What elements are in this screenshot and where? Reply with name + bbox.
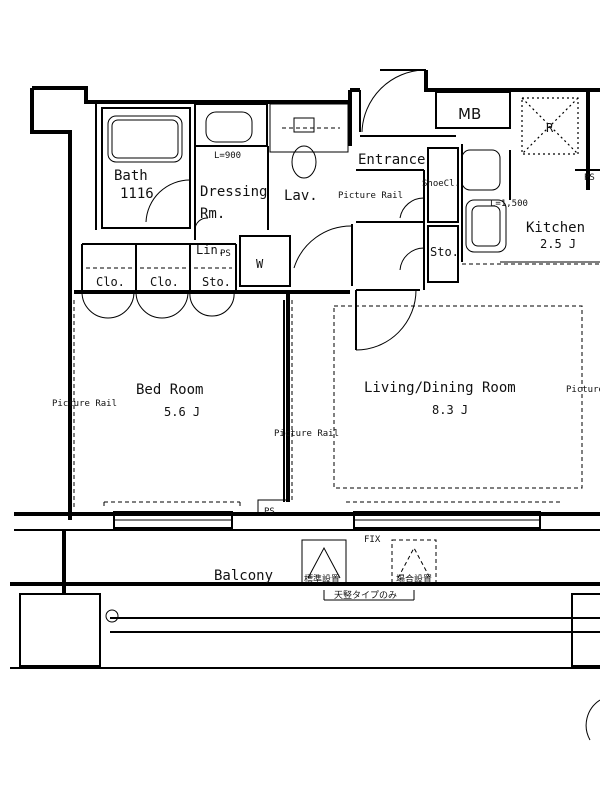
bedroom-size-label: 5.6 J — [164, 405, 200, 419]
picture-rail-middle: Picture Rail — [274, 429, 339, 439]
outer-walls — [30, 69, 600, 520]
balcony — [10, 530, 600, 741]
linen-label: Lin. — [196, 243, 225, 257]
kitchen-size-label: 2.5 J — [540, 237, 576, 251]
fix-label: FIX — [364, 535, 381, 545]
bath-label: Bath — [114, 168, 148, 184]
l1500-note: L=1,500 — [490, 199, 528, 209]
storage-bed-label: Sto. — [202, 275, 231, 289]
balcony-label: Balcony — [214, 568, 273, 584]
picture-rail-entrance: Picture Rail — [338, 191, 403, 201]
ps-kitchen-label: PS — [584, 173, 595, 183]
bath-size-label: 1116 — [120, 186, 154, 202]
shoe-closet-label: ShoeCl. — [422, 179, 460, 189]
r-symbol: R — [546, 121, 554, 135]
living-label: Living/Dining Room — [364, 380, 516, 396]
kitchen-area — [435, 91, 600, 265]
dressing-rm-label: Rm. — [200, 206, 225, 222]
balcony-edge — [14, 499, 600, 531]
ps-linen-label: PS — [220, 249, 231, 259]
wet-area — [101, 103, 353, 287]
washer-symbol: W — [256, 257, 264, 271]
entrance-label: Entrance — [358, 152, 425, 168]
partitions — [73, 292, 583, 508]
picture-rail-bedroom: Picture Rail — [52, 399, 117, 409]
bedroom-closets — [74, 243, 350, 319]
l900-note: L=900 — [214, 151, 241, 161]
closet-2-label: Clo. — [150, 275, 179, 289]
closet-1-label: Clo. — [96, 275, 125, 289]
mb-label: MB — [458, 105, 481, 123]
ac-type-note: 天竪タイプのみ — [334, 590, 397, 601]
living-size-label: 8.3 J — [432, 403, 468, 417]
ac-standard-note: 標準設置 — [304, 573, 340, 585]
ac-optional-note: 場合設置 — [396, 573, 432, 585]
entrance-area — [355, 69, 459, 351]
picture-rail-right: Picture Rail — [566, 385, 600, 395]
lav-label: Lav. — [284, 188, 318, 204]
bedroom-label: Bed Room — [136, 382, 203, 398]
kitchen-label: Kitchen — [526, 220, 585, 236]
dressing-label: Dressing — [200, 184, 267, 200]
ps-bed-label: PS — [264, 507, 275, 517]
storage-entrance-label: Sto. — [430, 245, 459, 259]
